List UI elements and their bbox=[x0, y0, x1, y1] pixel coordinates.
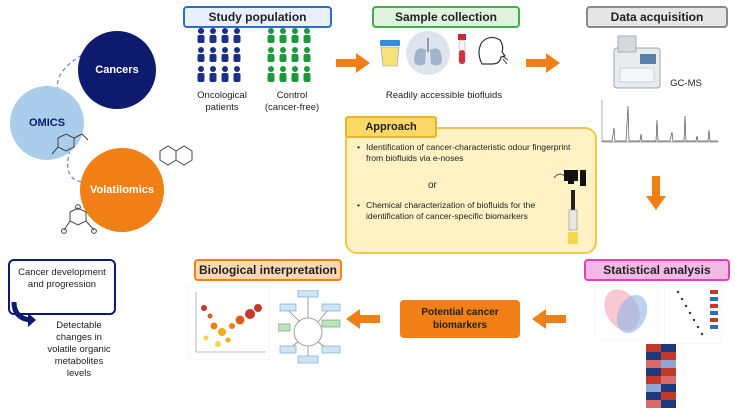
arrow-right-icon bbox=[336, 53, 370, 73]
approach-bullet-2-text: Chemical characterization of biofluids f… bbox=[366, 200, 536, 221]
breath-head-icon bbox=[478, 36, 509, 65]
curved-arrow-icon bbox=[11, 301, 36, 327]
lungs-icon bbox=[406, 31, 450, 75]
approach-box bbox=[345, 127, 597, 254]
cancers-circle: Cancers bbox=[78, 31, 156, 109]
control-label-line1: Control bbox=[276, 90, 308, 101]
approach-header: Approach bbox=[345, 116, 437, 138]
arrow-left-icon bbox=[346, 309, 380, 329]
bullet-dot: • bbox=[357, 142, 361, 152]
cancers-label: Cancers bbox=[95, 64, 139, 76]
control-label: Control (cancer-free) bbox=[258, 90, 326, 114]
biomarkers-label: Potential cancer biomarkers bbox=[421, 307, 499, 331]
approach-or: or bbox=[428, 180, 437, 191]
molecule-icon bbox=[51, 133, 89, 155]
people-icon bbox=[197, 28, 241, 82]
bullet-dot: • bbox=[357, 200, 361, 210]
omics-label: OMICS bbox=[28, 117, 66, 129]
people-icon bbox=[267, 28, 311, 82]
molecule-icon bbox=[61, 204, 97, 234]
computer-icon bbox=[553, 170, 586, 186]
arrow-down-icon bbox=[646, 176, 666, 210]
gc-ms-instrument-icon bbox=[613, 35, 661, 89]
pca-plot-icon bbox=[594, 284, 658, 340]
arrow-left-icon bbox=[532, 309, 566, 329]
approach-bullet-1-text: Identification of cancer-characteristic … bbox=[366, 142, 571, 163]
bubble-plot-icon bbox=[188, 286, 270, 360]
heatmap-icon bbox=[646, 344, 676, 408]
biomarkers-box: Potential cancer biomarkers bbox=[400, 300, 520, 338]
statistical-analysis-header: Statistical analysis bbox=[584, 259, 730, 281]
molecule-icon bbox=[159, 145, 193, 166]
approach-bullet-2: • Chemical characterization of biofluids… bbox=[357, 200, 562, 222]
vip-plot-icon bbox=[664, 284, 722, 344]
volatilomics-circle: Volatilomics bbox=[80, 148, 164, 232]
approach-bullet-1: • Identification of cancer-characteristi… bbox=[357, 142, 580, 164]
study-population-header: Study population bbox=[183, 6, 332, 28]
chromatogram-icon bbox=[601, 100, 718, 143]
biological-interpretation-header: Biological interpretation bbox=[194, 259, 342, 281]
arrow-right-icon bbox=[526, 53, 560, 73]
data-acquisition-header: Data acquisition bbox=[586, 6, 728, 28]
pathway-diagram-icon bbox=[278, 290, 341, 364]
urine-cup-icon bbox=[380, 40, 400, 67]
control-label-line2: (cancer-free) bbox=[264, 102, 320, 113]
oncological-patients-label: Oncological patients bbox=[197, 90, 247, 113]
cancer-progression-box: Cancer development and progression bbox=[8, 259, 116, 315]
sample-caption: Readily accessible biofluids bbox=[385, 90, 503, 101]
volatile-changes-text: Detectable changes in volatile organic m… bbox=[47, 320, 111, 379]
vial-icon bbox=[568, 190, 578, 244]
volatilomics-label: Volatilomics bbox=[90, 184, 154, 196]
cancer-progression-text: Cancer development and progression bbox=[18, 267, 106, 290]
sample-collection-header: Sample collection bbox=[372, 6, 520, 28]
gc-ms-label: GC-MS bbox=[670, 78, 702, 89]
blood-tube-icon bbox=[458, 34, 466, 65]
